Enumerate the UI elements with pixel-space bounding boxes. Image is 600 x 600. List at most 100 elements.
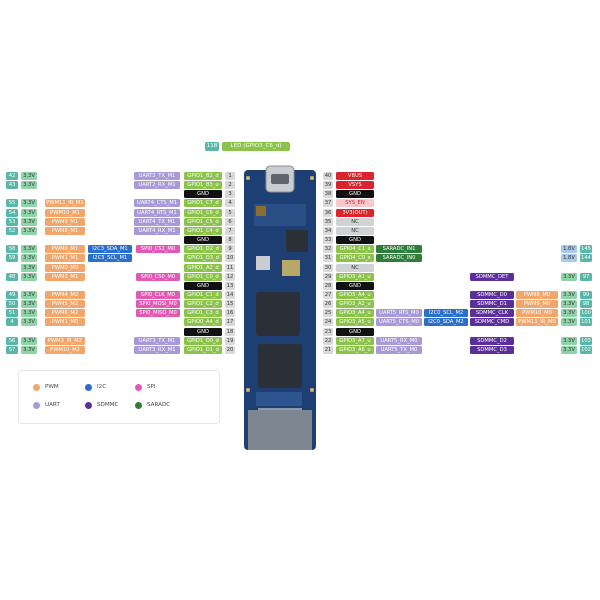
left-pin-number: 10 bbox=[225, 254, 235, 263]
right-pin-number: 37 bbox=[323, 199, 333, 208]
left-pin-number: 20 bbox=[225, 345, 235, 354]
i2c-dot-icon bbox=[85, 383, 92, 391]
left-uart-func: UART4_CTS_M1 bbox=[134, 199, 180, 208]
right-pin-number: 28 bbox=[323, 281, 333, 290]
uart-dot-icon bbox=[33, 401, 40, 409]
left-voltage: 3.3V bbox=[21, 199, 37, 208]
left-gpio-number: 54 bbox=[6, 208, 18, 217]
right-func-1: UART5_TX_M0 bbox=[376, 345, 422, 354]
left-voltage: 3.3V bbox=[21, 336, 37, 345]
right-pin-name: SYS_EN bbox=[336, 199, 374, 208]
right-gpio-number: 99 bbox=[580, 290, 592, 299]
right-pin-number: 26 bbox=[323, 300, 333, 309]
left-voltage: 3.3V bbox=[21, 290, 37, 299]
left-spi-func: SPI0_CLK_M0 bbox=[136, 290, 180, 299]
left-gpio-number: 55 bbox=[6, 199, 18, 208]
left-voltage: 3.3V bbox=[21, 208, 37, 217]
left-pin-number: 9 bbox=[225, 245, 235, 254]
left-gpio-name: GPIO1_C4_d bbox=[184, 226, 222, 235]
left-uart-func: UART2_RX_M1 bbox=[134, 181, 180, 190]
right-pin-name: GPIO3_A2_u bbox=[336, 300, 374, 309]
board-image bbox=[244, 165, 316, 450]
left-pin-number: 3 bbox=[225, 190, 235, 199]
left-gpio-name: GPIO1_D0_d bbox=[184, 336, 222, 345]
left-pin-number: 12 bbox=[225, 272, 235, 281]
left-pwm-func: PWM3_IR_M2 bbox=[45, 336, 85, 345]
left-pin-number: 8 bbox=[225, 236, 235, 245]
right-gpio-number: 102 bbox=[580, 345, 592, 354]
left-gpio-name: GPIO1_C6_d bbox=[184, 208, 222, 217]
right-voltage: 3.3V bbox=[561, 309, 577, 318]
left-gpio-name: GPIO1_C2_d bbox=[184, 300, 222, 309]
left-gnd-pin: GND bbox=[184, 236, 222, 245]
right-pin-number: 27 bbox=[323, 290, 333, 299]
right-pin-number: 35 bbox=[323, 217, 333, 226]
right-pin-name: GPIO3_A7_u bbox=[336, 336, 374, 345]
left-gpio-number: 53 bbox=[6, 217, 18, 226]
left-gpio-number: 52 bbox=[6, 226, 18, 235]
legend-label-uart: UART bbox=[45, 402, 60, 408]
right-pin-name: VSYS bbox=[336, 181, 374, 190]
right-pin-number: 24 bbox=[323, 318, 333, 327]
left-gpio-name: GPIO1_C0_d bbox=[184, 272, 222, 281]
left-pin-number: 6 bbox=[225, 217, 235, 226]
right-pin-number: 21 bbox=[323, 345, 333, 354]
left-pwm-func: PWM6_M2 bbox=[45, 309, 85, 318]
left-pin-number: 17 bbox=[225, 318, 235, 327]
legend-label-saradc: SARADC bbox=[147, 402, 171, 408]
spi-dot-icon bbox=[135, 383, 142, 391]
left-gnd-pin: GND bbox=[184, 327, 222, 336]
right-func-1: SARADC_IN1 bbox=[376, 245, 422, 254]
left-pin-number: 16 bbox=[225, 309, 235, 318]
left-pin-number: 14 bbox=[225, 290, 235, 299]
right-voltage: 3.3V bbox=[561, 345, 577, 354]
right-gpio-number: 100 bbox=[580, 309, 592, 318]
left-voltage: 3.3V bbox=[21, 245, 37, 254]
left-uart-func: UART3_TX_M1 bbox=[134, 336, 180, 345]
right-pin-name: NC bbox=[336, 263, 374, 272]
legend-item-sdmmc: SDMMC bbox=[85, 401, 135, 409]
left-i2c-func: I2C3_SCL_M1 bbox=[88, 254, 132, 263]
left-gpio-name: GPIO1_A2_d bbox=[184, 263, 222, 272]
right-gpio-number: 97 bbox=[580, 272, 592, 281]
right-voltage: 3.3V bbox=[561, 272, 577, 281]
right-pin-number: 25 bbox=[323, 309, 333, 318]
left-voltage: 3.3V bbox=[21, 300, 37, 309]
left-pwm-func: PWM1_M0 bbox=[45, 318, 85, 327]
left-pwm-func: PWM2_M1 bbox=[45, 272, 85, 281]
left-pin-number: 11 bbox=[225, 263, 235, 272]
left-i2c-func: I2C3_SDA_M1 bbox=[88, 245, 132, 254]
right-pin-number: 31 bbox=[323, 254, 333, 263]
legend-label-pwm: PWM bbox=[45, 384, 59, 390]
right-pin-name: GND bbox=[336, 190, 374, 199]
right-sdmmc-func: SDMMC_DET bbox=[470, 272, 514, 281]
right-voltage: 3.3V bbox=[561, 336, 577, 345]
left-uart-func: UART3_RX_M1 bbox=[134, 345, 180, 354]
right-gpio-number: 98 bbox=[580, 300, 592, 309]
right-pwm-func: PWM8_M0 bbox=[516, 290, 558, 299]
left-spi-func: SPI0_MOSI_M0 bbox=[136, 300, 180, 309]
right-sdmmc-func: SDMMC_D0 bbox=[470, 290, 514, 299]
right-pin-number: 40 bbox=[323, 172, 333, 180]
left-pwm-func: PWM0_M1 bbox=[45, 245, 85, 254]
right-pin-name: 3V3(OUT) bbox=[336, 208, 374, 217]
left-gpio-number: 57 bbox=[6, 345, 18, 354]
left-pin-number: 19 bbox=[225, 336, 235, 345]
right-pin-number: 34 bbox=[323, 226, 333, 235]
left-voltage: 3.3V bbox=[21, 181, 37, 190]
right-pwm-func: PWM11_IR_M0 bbox=[516, 318, 558, 327]
right-sdmmc-func: SDMMC_CMD bbox=[470, 318, 514, 327]
right-pin-name: GPIO4_C1_s bbox=[336, 245, 374, 254]
left-pin-number: 2 bbox=[225, 181, 235, 190]
left-gnd-pin: GND bbox=[184, 190, 222, 199]
legend-item-saradc: SARADC bbox=[135, 401, 195, 409]
left-gpio-number: 4 bbox=[6, 318, 18, 327]
left-pwm-func: PWM10_M2 bbox=[45, 345, 85, 354]
right-pin-name: GPIO4_C0_s bbox=[336, 254, 374, 263]
left-uart-func: UART4_RX_M1 bbox=[134, 226, 180, 235]
legend: PWM I2C SPI UART SDMMC SARADC bbox=[18, 370, 220, 424]
left-gpio-number: 50 bbox=[6, 300, 18, 309]
right-pin-name: VBUS bbox=[336, 172, 374, 180]
left-gpio-number: 58 bbox=[6, 245, 18, 254]
led-label: LED (GPIO3_C6_d) bbox=[222, 142, 290, 151]
